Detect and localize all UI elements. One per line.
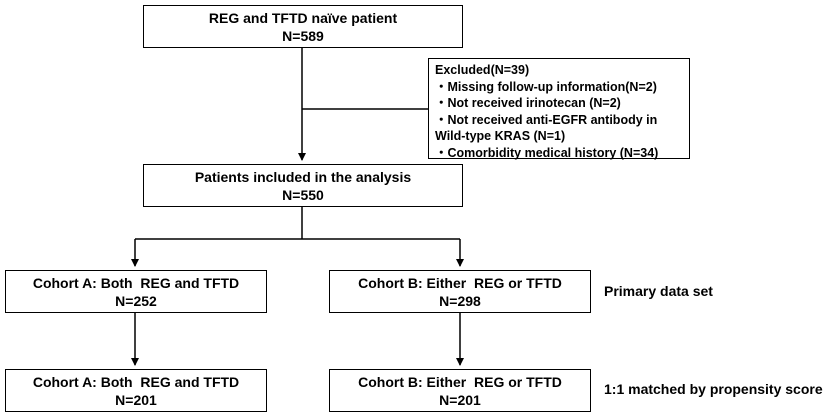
excluded-title: Excluded(N=39) (435, 63, 530, 77)
excluded-item: ・Comorbidity medical history (N=34) (435, 145, 659, 160)
cohort-a-primary-line2: N=252 (115, 292, 157, 309)
excluded-item: ・Not received irinotecan (N=2) (435, 96, 621, 110)
cohort-b-primary-box: Cohort B: Either REG or TFTD N=298 (329, 270, 591, 313)
primary-data-set-label: Primary data set (604, 283, 713, 299)
top-box-line2: N=589 (282, 27, 324, 44)
cohort-a-matched-line1: Cohort A: Both REG and TFTD (32, 373, 240, 390)
top-box: REG and TFTD naïve patient N=589 (143, 5, 463, 48)
cohort-b-matched-line2: N=201 (439, 391, 481, 408)
cohort-a-primary-line1: Cohort A: Both REG and TFTD (32, 274, 240, 291)
excluded-item: ・Not received anti-EGFR antibody in (435, 112, 658, 127)
cohort-a-matched-box: Cohort A: Both REG and TFTD N=201 (5, 369, 267, 412)
analysis-box-line2: N=550 (282, 186, 324, 203)
cohort-a-matched-line2: N=201 (115, 391, 157, 408)
cohort-b-matched-line1: Cohort B: Either REG or TFTD (358, 373, 562, 390)
excluded-box: Excluded(N=39) ・Missing follow-up inform… (428, 58, 690, 160)
excluded-item: ・Missing follow-up information(N=2) (435, 79, 657, 94)
cohort-b-matched-box: Cohort B: Either REG or TFTD N=201 (329, 369, 591, 412)
top-box-line1: REG and TFTD naïve patient (208, 9, 398, 26)
cohort-a-primary-box: Cohort A: Both REG and TFTD N=252 (5, 270, 267, 313)
matched-label: 1:1 matched by propensity score (604, 381, 823, 397)
analysis-box: Patients included in the analysis N=550 (143, 164, 463, 207)
cohort-b-primary-line2: N=298 (439, 292, 481, 309)
analysis-box-line1: Patients included in the analysis (194, 168, 412, 185)
excluded-item: Wild-type KRAS (N=1) (435, 129, 566, 143)
cohort-b-primary-line1: Cohort B: Either REG or TFTD (358, 274, 562, 291)
